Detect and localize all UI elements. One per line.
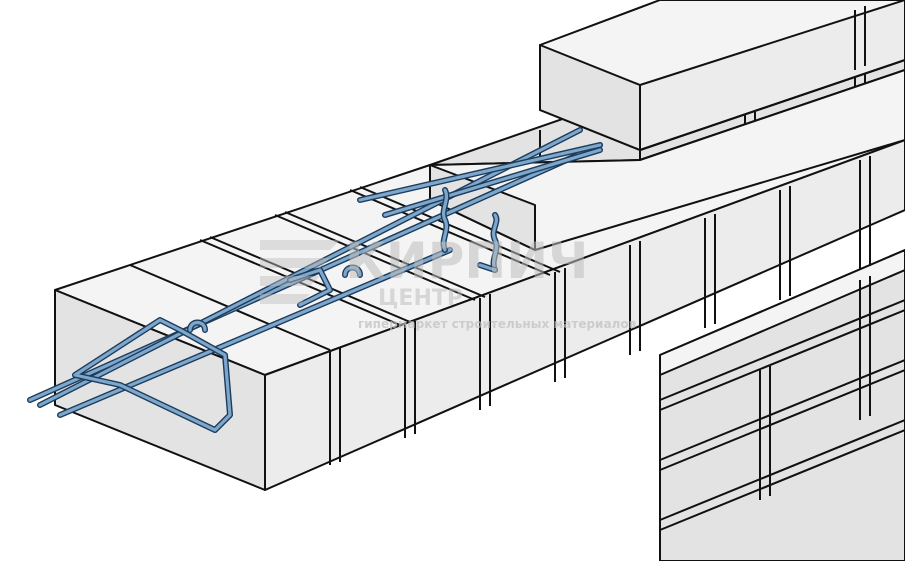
watermark-brand: КИРПИЧ <box>345 232 588 290</box>
watermark-tagline: гипермаркет строительных материалов <box>358 317 637 331</box>
right-wall <box>659 249 905 561</box>
rebar-reinforcement <box>27 127 603 433</box>
watermark-brand-line2: ЦЕНТР <box>378 286 463 311</box>
brand-watermark: КИРПИЧ ЦЕНТР гипермаркет строительных ма… <box>260 232 637 331</box>
logo-mark <box>260 240 340 304</box>
top-brick <box>539 0 905 161</box>
